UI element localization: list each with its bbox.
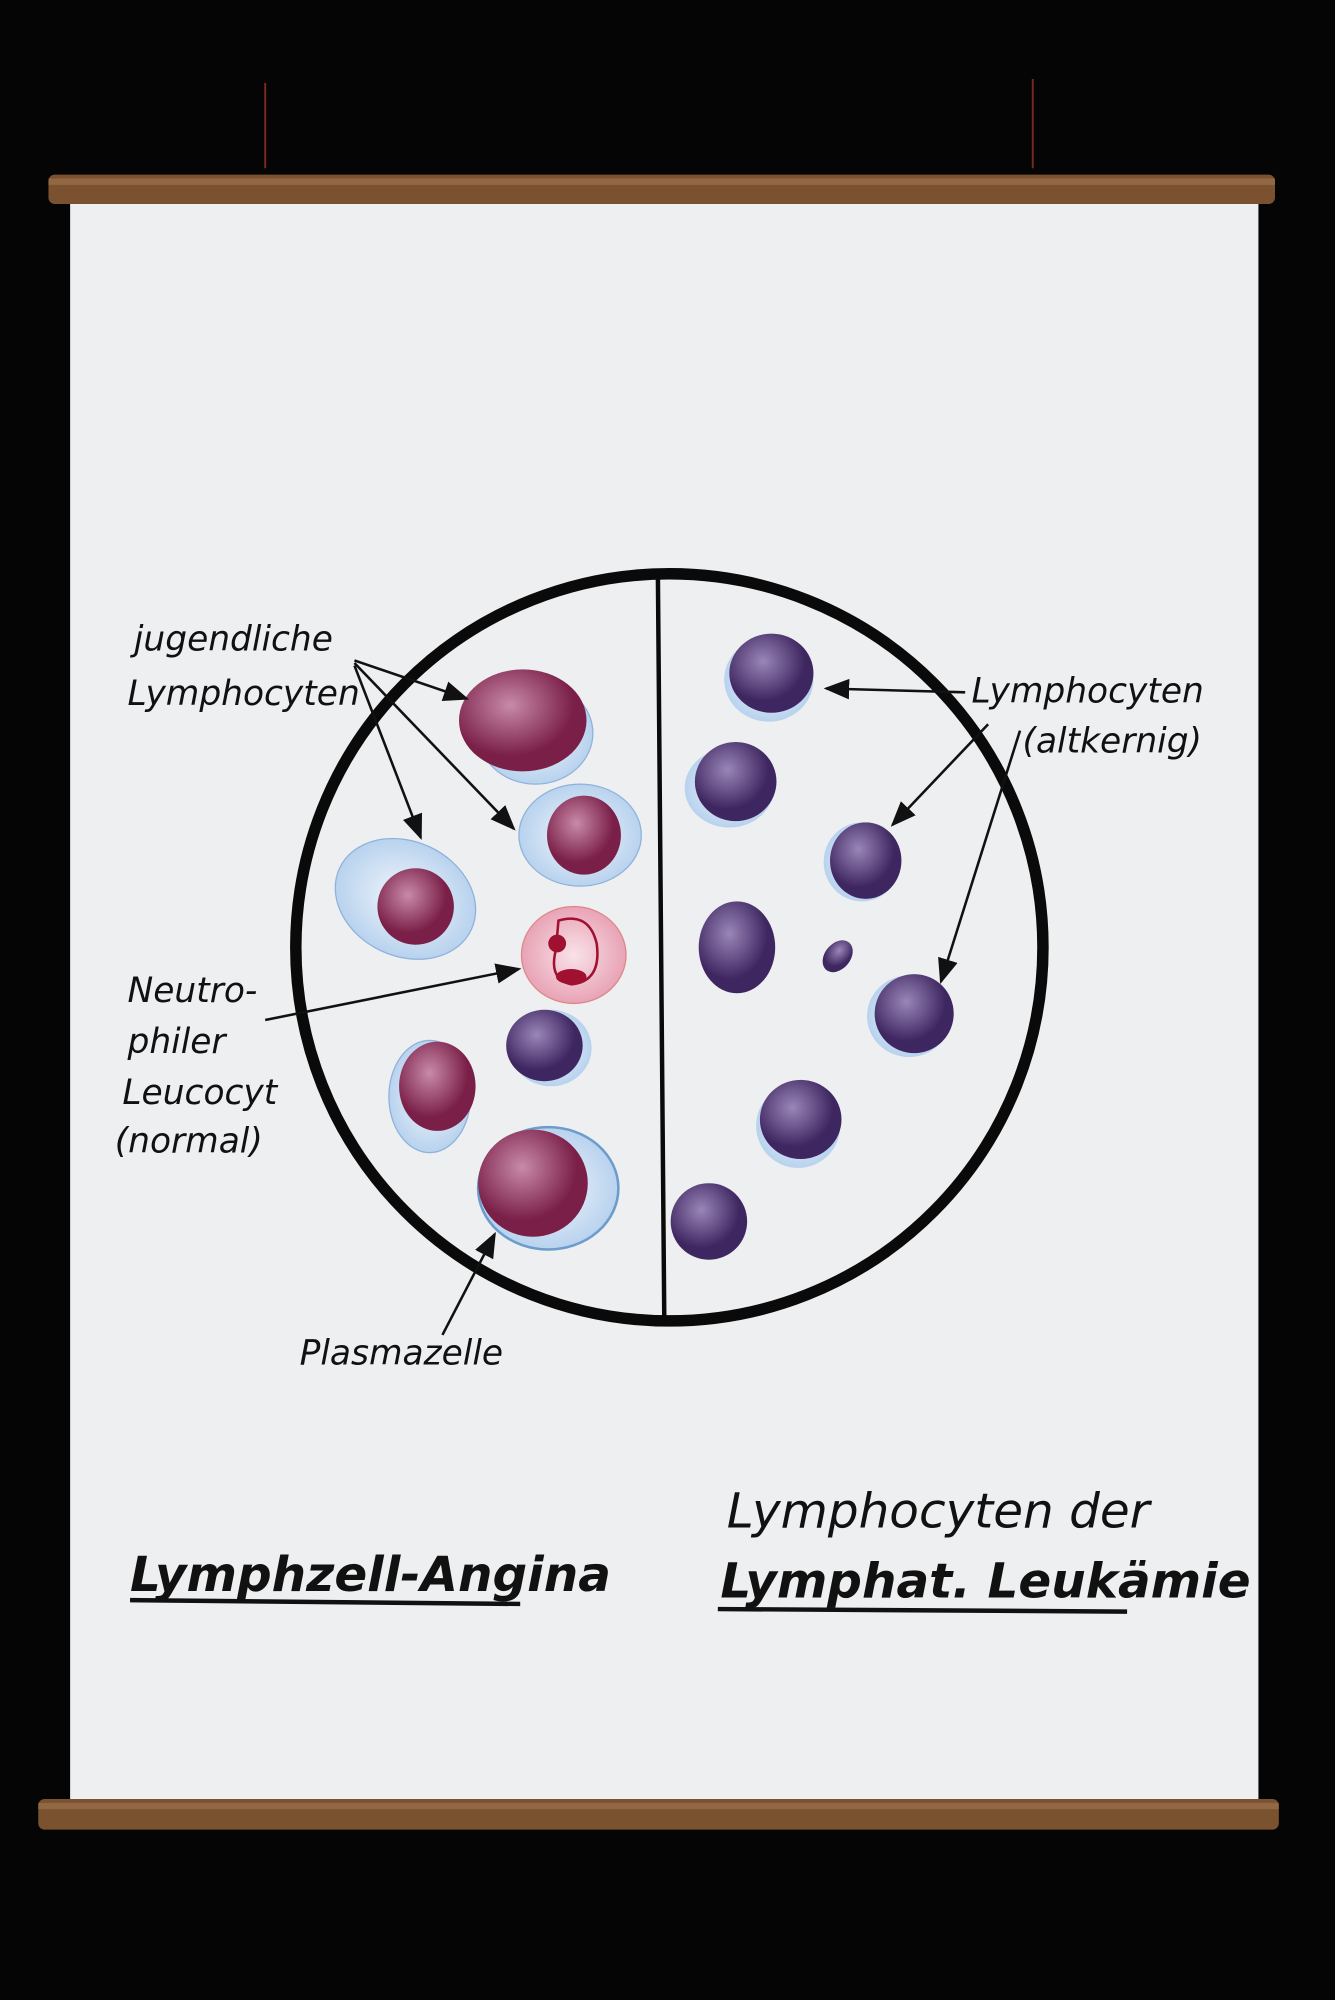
title-left-underline [130, 1597, 521, 1607]
lymphocyte-cell [506, 1009, 592, 1087]
old-lymphocyte-cell [823, 822, 902, 902]
neutrophil-cell [520, 905, 627, 1005]
young-lymphocyte-cell [518, 783, 642, 887]
microscope-field-circle [290, 568, 1049, 1327]
old-lymphocyte-cell [867, 974, 954, 1057]
pointer-arrow [264, 963, 522, 1022]
pointer-arrow [353, 662, 516, 831]
title-left: Lymphzell-Angina [130, 1547, 611, 1603]
old-lymphocyte-cell [724, 633, 814, 722]
pointer-arrow [353, 665, 423, 841]
young-lymphocyte-cell [459, 669, 594, 785]
pointer-arrow [823, 678, 966, 700]
title-right-line2: Lymphat. Leukämie [720, 1554, 1250, 1610]
label-plasma-cell: Plasmazelle [300, 1333, 503, 1373]
label-neutrophil-1: Neutro- [128, 971, 258, 1011]
young-lymphocyte-cell [334, 837, 477, 960]
old-lymphocyte-cell [698, 901, 776, 994]
old-lymphocyte-cell [684, 742, 777, 828]
old-lymphocyte-cell [756, 1079, 842, 1168]
label-neutrophil-2: philer [127, 1022, 228, 1062]
pointer-arrow [354, 659, 470, 701]
label-old-lymphocytes-1: Lymphocyten [972, 672, 1204, 712]
young-lymphocyte-cell [388, 1039, 476, 1154]
pointer-arrow [890, 723, 990, 827]
title-right-line1: Lymphocyten der [727, 1483, 1153, 1539]
chart-paper [70, 197, 1259, 1805]
title-right-underline [717, 1606, 1128, 1614]
old-lymphocyte-cell [670, 1183, 748, 1260]
label-old-lymphocytes-2: (altkernig) [1023, 721, 1202, 761]
small-nucleus-fragment [822, 940, 853, 973]
pointer-arrow [938, 730, 1022, 985]
label-young-lymphocytes-1: jugendliche [130, 619, 333, 659]
label-neutrophil-4: (normal) [115, 1122, 263, 1162]
label-young-lymphocytes-2: Lymphocyten [128, 674, 360, 714]
plasma-cell [476, 1125, 620, 1251]
pointer-arrow [441, 1231, 496, 1336]
label-neutrophil-3: Leucocyt [122, 1073, 278, 1113]
divider-line [655, 576, 667, 1319]
